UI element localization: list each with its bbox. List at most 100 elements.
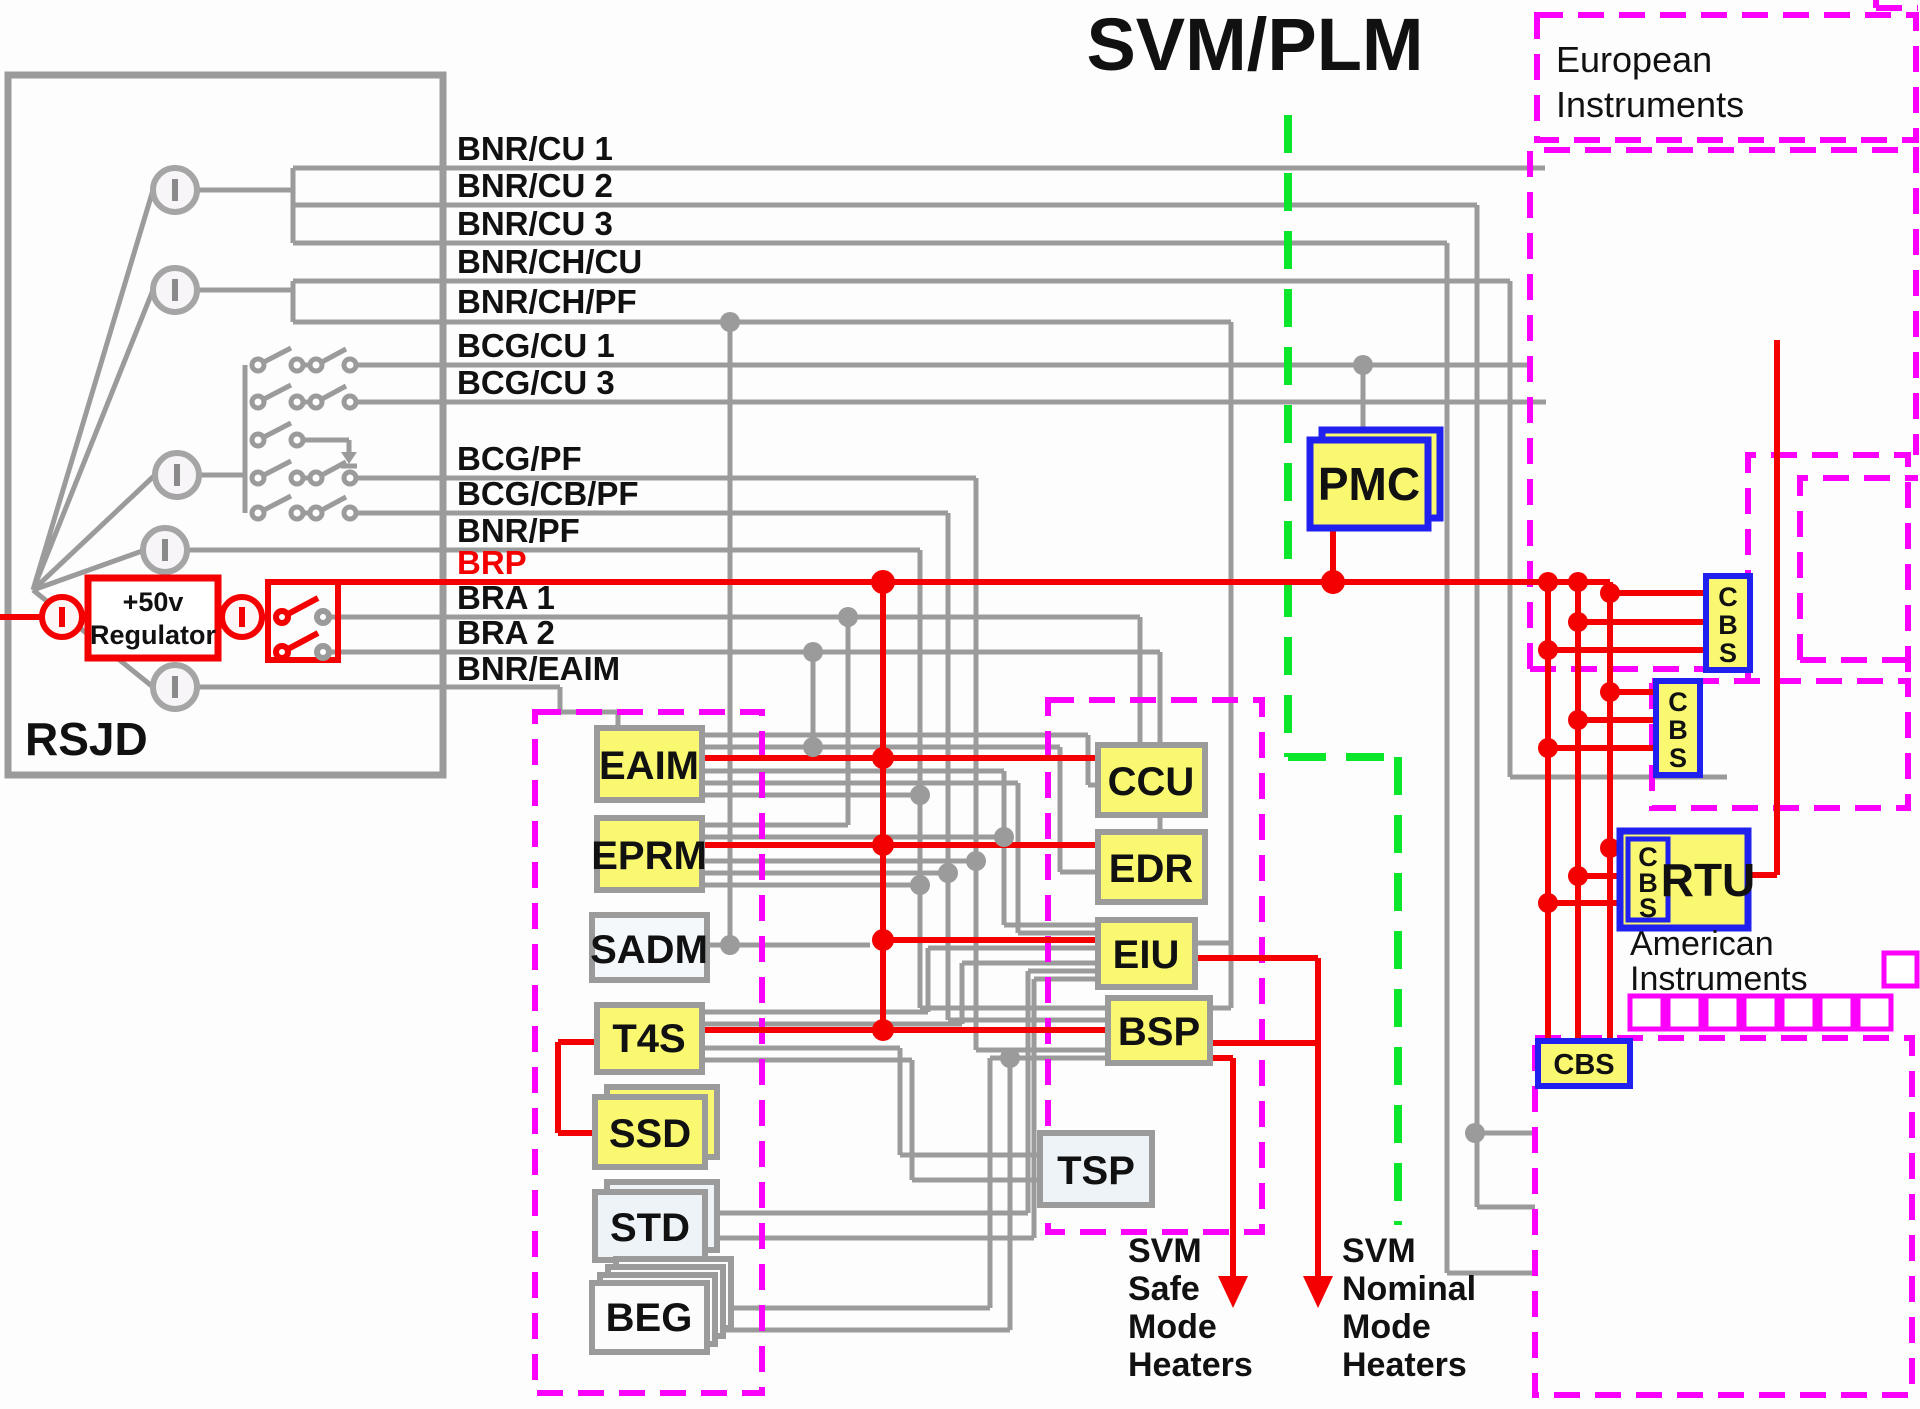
junction-dot [838, 607, 858, 627]
bus-label: BRA 2 [457, 614, 555, 651]
unit-ccu: CCU [1095, 742, 1208, 818]
unit-label: TSP [1057, 1149, 1135, 1193]
junction-dot [872, 747, 894, 769]
switch-row-3 [249, 420, 306, 449]
cbs-letter: S [1719, 638, 1737, 668]
unit-label: RTU [1661, 854, 1756, 906]
junction-dot [994, 827, 1014, 847]
group-label-line: Instruments [1556, 84, 1744, 125]
bus-label: BNR/CU 1 [457, 130, 613, 167]
instrument-square [1741, 993, 1780, 1032]
instrument-square [1881, 950, 1920, 989]
rtu-block: C B S RTU [1616, 827, 1756, 932]
unit-label: SSD [609, 1112, 691, 1156]
unit-label: CBS [1553, 1049, 1614, 1081]
nominal-mode-heaters-label: SVM Nominal Mode Heaters [1342, 1232, 1476, 1384]
switch-row-5 [249, 493, 359, 522]
junction-dot [803, 642, 823, 662]
unit-label: BEG [606, 1296, 693, 1340]
junction-dot [1600, 838, 1620, 858]
current-sensors-gray [140, 165, 202, 712]
unit-eprm: EPRM [591, 815, 707, 893]
bus-label: BNR/CH/PF [457, 283, 637, 320]
junction-dot [1568, 710, 1588, 730]
bus-label: BCG/PF [457, 440, 582, 477]
unit-label: CCU [1108, 760, 1195, 804]
current-sensor-icon [150, 265, 200, 315]
unit-label: PMC [1318, 458, 1420, 510]
unit-label: BSP [1118, 1010, 1200, 1054]
cbs-letter: B [1718, 610, 1738, 640]
american-instrument-squares [1627, 950, 1920, 1032]
junction-dot [1000, 1048, 1020, 1068]
bus-label: BCG/CU 1 [457, 327, 615, 364]
unit-std: STD [592, 1179, 720, 1263]
unit-label: EDR [1109, 847, 1194, 891]
group-label-line: American [1630, 925, 1774, 963]
junction-dot [720, 935, 740, 955]
junction-dot [1568, 612, 1588, 632]
bus-label: BNR/CU 3 [457, 205, 613, 242]
american-group-boundary [1532, 1035, 1915, 1398]
magenta-boundaries [532, 0, 1919, 1398]
middle-group-boundary [1045, 697, 1265, 1235]
junction-dot [1538, 893, 1558, 913]
unit-label: EAIM [599, 744, 699, 788]
nominal-heater-arrow-icon [1303, 1276, 1333, 1308]
junction-dot [872, 1019, 894, 1041]
current-sensor-icon [219, 594, 265, 640]
european-instruments-label: European Instruments [1556, 39, 1744, 125]
junction-dot [720, 312, 740, 332]
safe-heater-arrow-icon [1218, 1276, 1248, 1308]
junction-dot [966, 851, 986, 871]
group-label-line: European [1556, 39, 1712, 80]
unit-ssd: SSD [592, 1084, 720, 1170]
unit-label: SADM [590, 928, 708, 972]
unit-beg: BEG [589, 1256, 734, 1355]
junction-dot [1568, 572, 1588, 592]
instrument-square [1855, 993, 1894, 1032]
regulator-label-2: Regulator [90, 620, 217, 650]
cbs-block-2: C B S [1653, 678, 1703, 778]
current-sensor-icon [150, 165, 200, 215]
current-sensor-icon [152, 450, 202, 500]
bus-label: BNR/CH/CU [457, 243, 642, 280]
cbs-letter: C [1638, 842, 1658, 872]
cbs-letter: B [1668, 715, 1688, 745]
current-sensor-icon [39, 594, 85, 640]
gray-junction-dots [720, 312, 1485, 1143]
european-label-boundary [1534, 12, 1919, 143]
heater-label-line: Heaters [1342, 1346, 1467, 1384]
unit-edr: EDR [1095, 829, 1208, 905]
junction-dot [1600, 583, 1620, 603]
svm-plm-divider [1284, 115, 1402, 1225]
heater-label-line: Safe [1128, 1270, 1200, 1308]
cbs-letter: C [1668, 687, 1688, 717]
bus-label: BNR/CU 2 [457, 167, 613, 204]
nested-boundary-inner [1797, 475, 1918, 663]
cbs-letter: C [1718, 582, 1738, 612]
junction-dot [872, 929, 894, 951]
junction-dot [1353, 355, 1373, 375]
bus-label: BNR/EAIM [457, 650, 620, 687]
unit-label: EIU [1113, 933, 1180, 977]
unit-eiu: EIU [1095, 917, 1198, 990]
unit-label: T4S [612, 1017, 685, 1061]
cbs-letter: B [1638, 868, 1658, 898]
nested-boundary-outer [1745, 452, 1911, 678]
switch-row-4 [249, 458, 359, 487]
cbs-block-1: C B S [1703, 573, 1753, 673]
bus-label: BCG/CB/PF [457, 475, 639, 512]
bus-label: BRP [457, 544, 527, 581]
instrument-square [1627, 993, 1666, 1032]
junction-dot [1538, 738, 1558, 758]
bus-label: BRA 1 [457, 579, 555, 616]
junction-dot [938, 863, 958, 883]
heater-label-line: SVM [1342, 1232, 1416, 1270]
heater-label-line: Nominal [1342, 1270, 1476, 1308]
relay-switch-box [265, 579, 341, 663]
junction-dot [1321, 570, 1345, 594]
instrument-square [1665, 993, 1704, 1032]
regulator-box [84, 574, 222, 662]
